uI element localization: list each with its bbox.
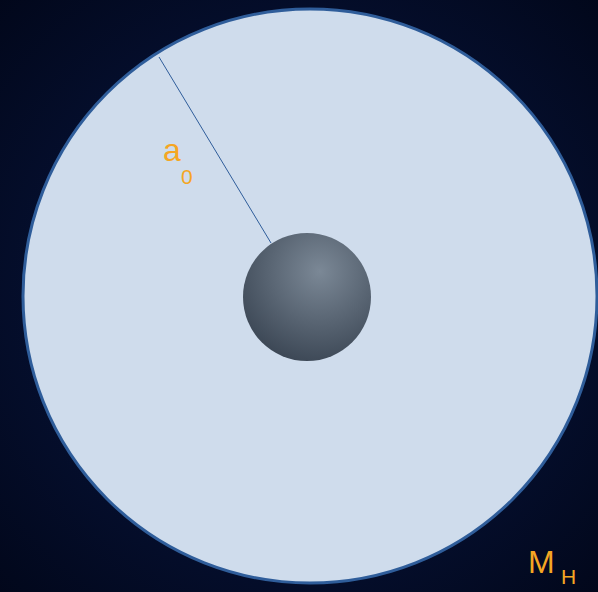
- mass-subscript: H: [561, 566, 576, 587]
- nucleus: [243, 233, 371, 361]
- radius-subscript: 0: [181, 166, 193, 187]
- mass-symbol: M: [528, 546, 555, 578]
- radius-symbol: a: [163, 134, 181, 166]
- radius-line: [159, 57, 271, 243]
- electron-cloud: [23, 9, 597, 583]
